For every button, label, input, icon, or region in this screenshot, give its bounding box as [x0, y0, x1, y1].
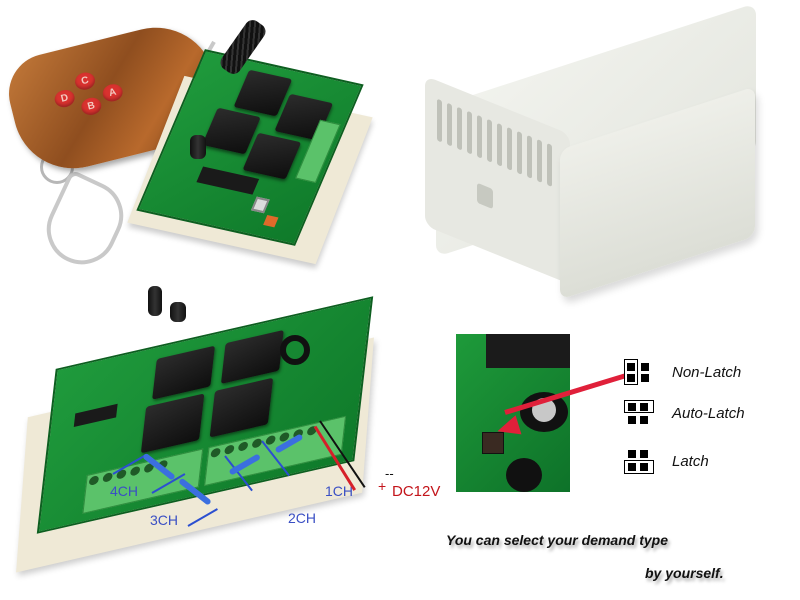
- relay: [242, 132, 302, 180]
- jumper-non-latch-icon: [624, 359, 654, 385]
- remote-button-c: C: [73, 70, 97, 92]
- channel-label-4ch: 4CH: [110, 483, 139, 499]
- cable-hole: [477, 182, 493, 210]
- jumper-cap: [263, 215, 279, 228]
- legend-item-auto-latch: Auto-Latch: [624, 399, 745, 427]
- learn-button: [250, 196, 270, 214]
- mode-jumper-header: [482, 432, 504, 454]
- relay: [140, 393, 205, 454]
- relay: [152, 345, 216, 400]
- channel-label-3ch: 3CH: [150, 512, 179, 528]
- key-clasp: [35, 169, 135, 276]
- legend-item-latch: Latch: [624, 447, 745, 475]
- capacitor: [190, 135, 206, 159]
- power-label: DC12V: [392, 483, 441, 500]
- channel-label-2ch: 2CH: [288, 510, 317, 526]
- legend-label: Auto-Latch: [672, 404, 745, 422]
- jumper-latch-icon: [624, 448, 654, 474]
- remote-button-b: B: [79, 95, 104, 118]
- jumper-mode-legend: Non-Latch Auto-Latch Latch: [624, 358, 745, 475]
- power-plus-sign: +: [378, 478, 387, 494]
- caption-line-2: by yourself.: [645, 565, 724, 581]
- remote-button-a: A: [100, 82, 125, 104]
- caption-line-1: You can select your demand type: [446, 532, 668, 548]
- capacitor: [148, 286, 162, 316]
- capacitor: [170, 302, 186, 322]
- jumper-auto-latch-icon: [624, 400, 654, 426]
- remote-button-d: D: [52, 87, 77, 110]
- relay: [486, 334, 570, 368]
- power-minus-sign: --: [385, 466, 394, 481]
- legend-item-non-latch: Non-Latch: [624, 358, 745, 386]
- relay: [220, 329, 284, 384]
- capacitor: [506, 458, 542, 492]
- legend-label: Non-Latch: [672, 363, 742, 381]
- ic-chip: [73, 403, 118, 428]
- channel-label-1ch: 1CH: [325, 483, 354, 499]
- antenna-coil: [280, 335, 310, 365]
- legend-label: Latch: [672, 452, 709, 470]
- relay: [209, 377, 274, 438]
- jumper-closeup-photo: [456, 334, 570, 492]
